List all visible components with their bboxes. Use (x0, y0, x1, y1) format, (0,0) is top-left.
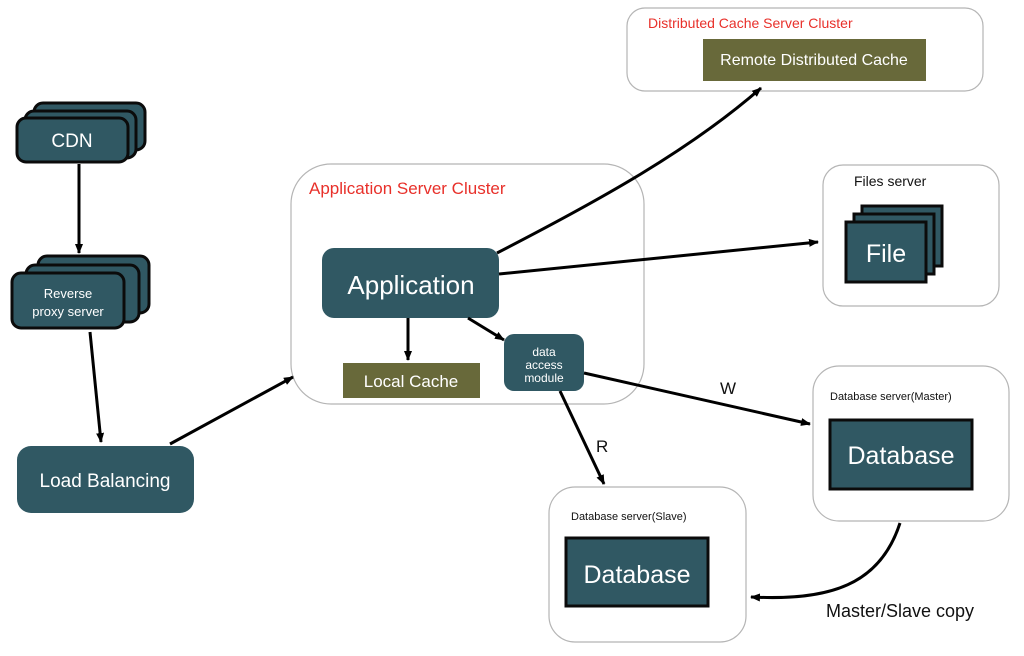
edge-reverse-proxy-to-load-balancing (88, 331, 105, 443)
distributed-cache-cluster-title: Distributed Cache Server Cluster (648, 15, 853, 31)
edge-master-slave-copy (750, 522, 902, 602)
cdn-node: CDN (15, 101, 147, 164)
database-slave-label: Database (583, 561, 690, 589)
edge-dam-to-db-slave (558, 390, 606, 485)
reverse-proxy-node: Reverse proxy server (10, 254, 151, 330)
data-access-module-label-line1: data (532, 345, 556, 359)
edge-application-to-file (498, 238, 819, 276)
load-balancing-label: Load Balancing (40, 471, 171, 492)
application-server-cluster-title: Application Server Cluster (309, 179, 506, 198)
database-slave-server-title: Database server(Slave) (571, 511, 687, 523)
file-label: File (866, 240, 906, 268)
edge-application-to-data-access-module (467, 316, 505, 342)
edge-label-master-slave-copy: Master/Slave copy (826, 601, 974, 621)
application-label: Application (347, 270, 474, 300)
load-balancing-node: Load Balancing (17, 446, 194, 513)
application-node: Application (322, 248, 499, 318)
database-slave-node: Database (564, 536, 710, 608)
reverse-proxy-label-line2: proxy server (32, 304, 104, 319)
edge-application-to-remote-cache (496, 86, 762, 255)
data-access-module-node: data access module (504, 334, 584, 391)
data-access-module-label-line2: access (525, 358, 562, 372)
file-node: File (844, 204, 944, 284)
local-cache-node: Local Cache (343, 363, 480, 398)
edge-label-write: W (720, 379, 736, 398)
database-master-label: Database (847, 442, 954, 470)
remote-distributed-cache-node: Remote Distributed Cache (703, 39, 926, 81)
edge-dam-to-db-master (583, 371, 811, 426)
remote-distributed-cache-label: Remote Distributed Cache (720, 52, 908, 69)
data-access-module-label-line3: module (524, 371, 564, 385)
database-master-server-title: Database server(Master) (830, 391, 952, 403)
files-server-title: Files server (854, 173, 927, 189)
database-master-node: Database (828, 418, 974, 491)
edge-label-read: R (596, 437, 608, 456)
edge-load-balancing-to-app-cluster (169, 375, 294, 446)
local-cache-label: Local Cache (364, 372, 459, 391)
reverse-proxy-label-line1: Reverse (44, 286, 92, 301)
cdn-label: CDN (51, 131, 92, 152)
